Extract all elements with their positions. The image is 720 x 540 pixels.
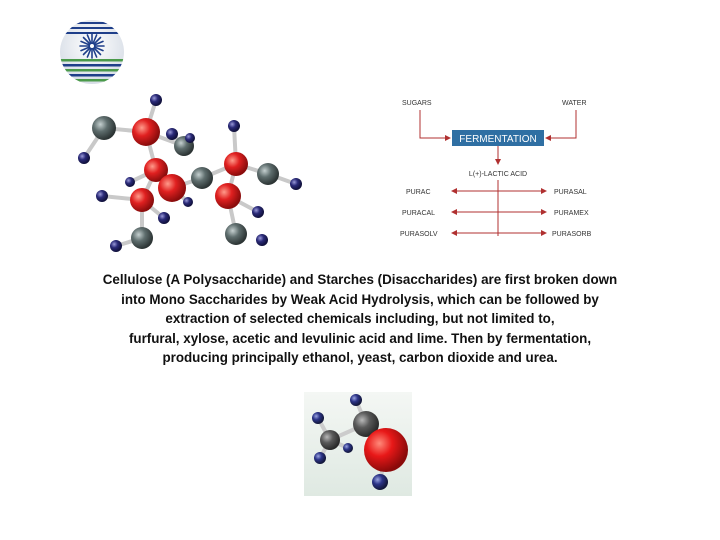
flow-output-left-2: PURACAL [402,210,435,217]
molecule-small-atoms [312,394,408,490]
flow-input-arrows [419,110,577,165]
flow-output-right-1: PURASAL [554,189,587,196]
flow-output-right-2: PURAMEX [554,210,589,217]
molecule-atoms [78,94,302,252]
fermentation-flowchart: SUGARS WATER FERMENTATION L(+)-LACTIC AC… [400,100,592,238]
caption-text: Cellulose (A Polysaccharide) and Starche… [40,270,680,368]
flow-process-label: FERMENTATION [459,134,536,145]
caption-line-3: extraction of selected chemicals includi… [165,311,555,327]
flow-process-box [452,130,544,146]
flow-output-left-1: PURAC [406,189,431,196]
flow-output-right-3: PURASORB [552,231,592,238]
molecule-model-small [304,392,412,496]
caption-line-5: producing principally ethanol, yeast, ca… [162,350,558,366]
flow-output-left-3: PURASOLV [400,231,438,238]
caption-line-1: Cellulose (A Polysaccharide) and Starche… [102,272,618,287]
logo-stripes [60,22,124,82]
flow-input-water: WATER [562,100,587,107]
logo [60,20,124,84]
flow-output-arrows [451,188,547,236]
caption-line-2: into Mono Saccharides by Weak Acid Hydro… [121,291,599,307]
molecule-model-large [78,94,302,252]
flow-product-label: L(+)-LACTIC ACID [469,171,527,178]
caption-line-4: furfural, xylose, acetic and levulinic a… [128,330,592,346]
flow-input-sugars: SUGARS [402,100,432,107]
